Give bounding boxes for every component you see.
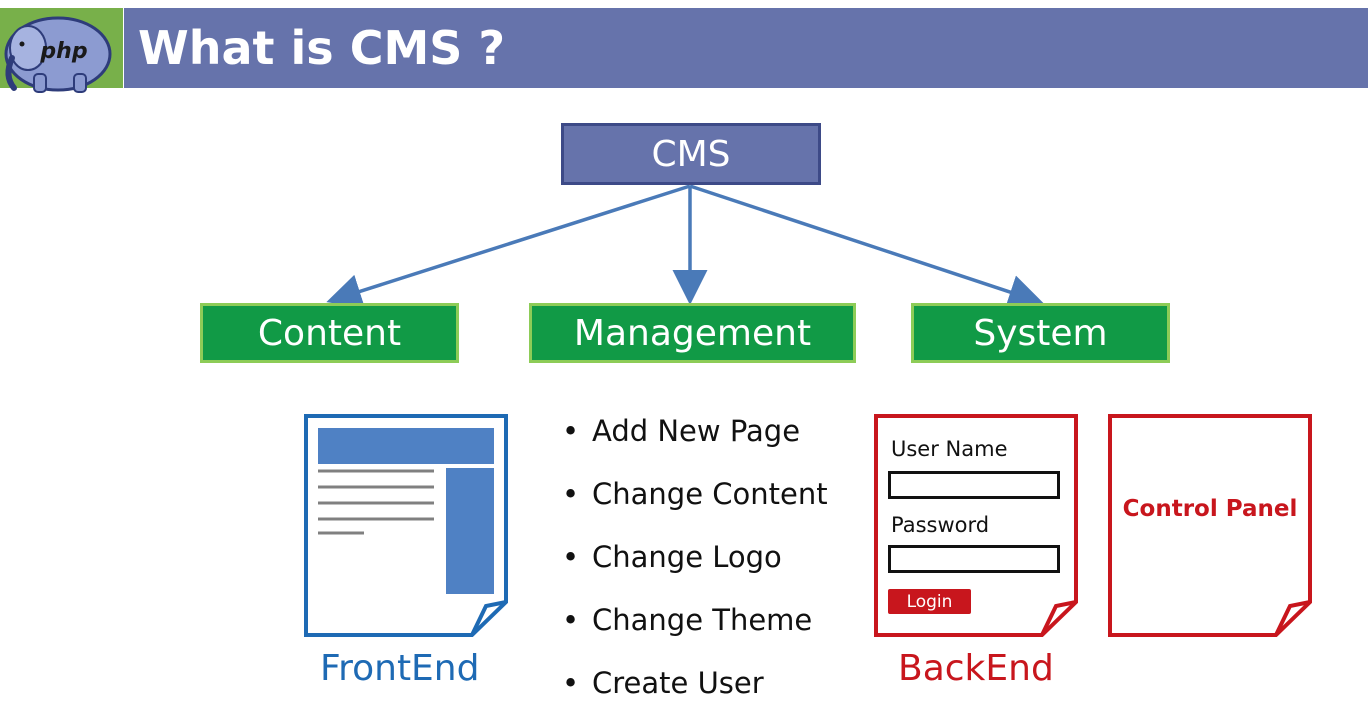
bullet-icon: • bbox=[562, 477, 580, 511]
username-label: User Name bbox=[891, 437, 1008, 461]
list-item-text: Change Content bbox=[592, 477, 828, 511]
feature-list: • Add New Page • Change Content • Change Lo… bbox=[562, 400, 828, 715]
frontend-page-icon bbox=[304, 414, 508, 637]
bullet-icon: • bbox=[562, 603, 580, 637]
management-box: Management bbox=[529, 303, 856, 363]
system-box: System bbox=[911, 303, 1170, 363]
login-button: Login bbox=[888, 589, 971, 614]
password-label: Password bbox=[891, 513, 990, 537]
logo-text: php bbox=[39, 39, 87, 64]
list-item: • Change Theme bbox=[562, 589, 828, 652]
php-elephant-logo-icon: php bbox=[4, 16, 112, 93]
control-panel-label: Control Panel bbox=[1122, 496, 1298, 522]
connector-system bbox=[689, 184, 1044, 309]
title-bar: What is CMS ? bbox=[124, 8, 1368, 88]
connector-content bbox=[326, 184, 691, 309]
cms-root-box: CMS bbox=[561, 123, 821, 185]
list-item-text: Change Logo bbox=[592, 540, 782, 574]
bullet-icon: • bbox=[562, 414, 580, 448]
bullet-icon: • bbox=[562, 666, 580, 700]
bullet-icon: • bbox=[562, 540, 580, 574]
backend-login-page-icon bbox=[874, 414, 1078, 637]
password-field bbox=[888, 545, 1060, 573]
content-box: Content bbox=[200, 303, 459, 363]
control-panel-page-icon bbox=[1108, 414, 1312, 637]
list-item: • Add New Page bbox=[562, 400, 828, 463]
page-title: What is CMS ? bbox=[138, 21, 506, 75]
list-item-text: Change Theme bbox=[592, 603, 813, 637]
username-field bbox=[888, 471, 1060, 499]
list-item: • Create User bbox=[562, 652, 828, 715]
list-item-text: Add New Page bbox=[592, 414, 801, 448]
list-item: • Change Content bbox=[562, 463, 828, 526]
frontend-caption: FrontEnd bbox=[320, 648, 480, 689]
backend-caption: BackEnd bbox=[898, 648, 1054, 689]
list-item: • Change Logo bbox=[562, 526, 828, 589]
list-item-text: Create User bbox=[592, 666, 764, 700]
